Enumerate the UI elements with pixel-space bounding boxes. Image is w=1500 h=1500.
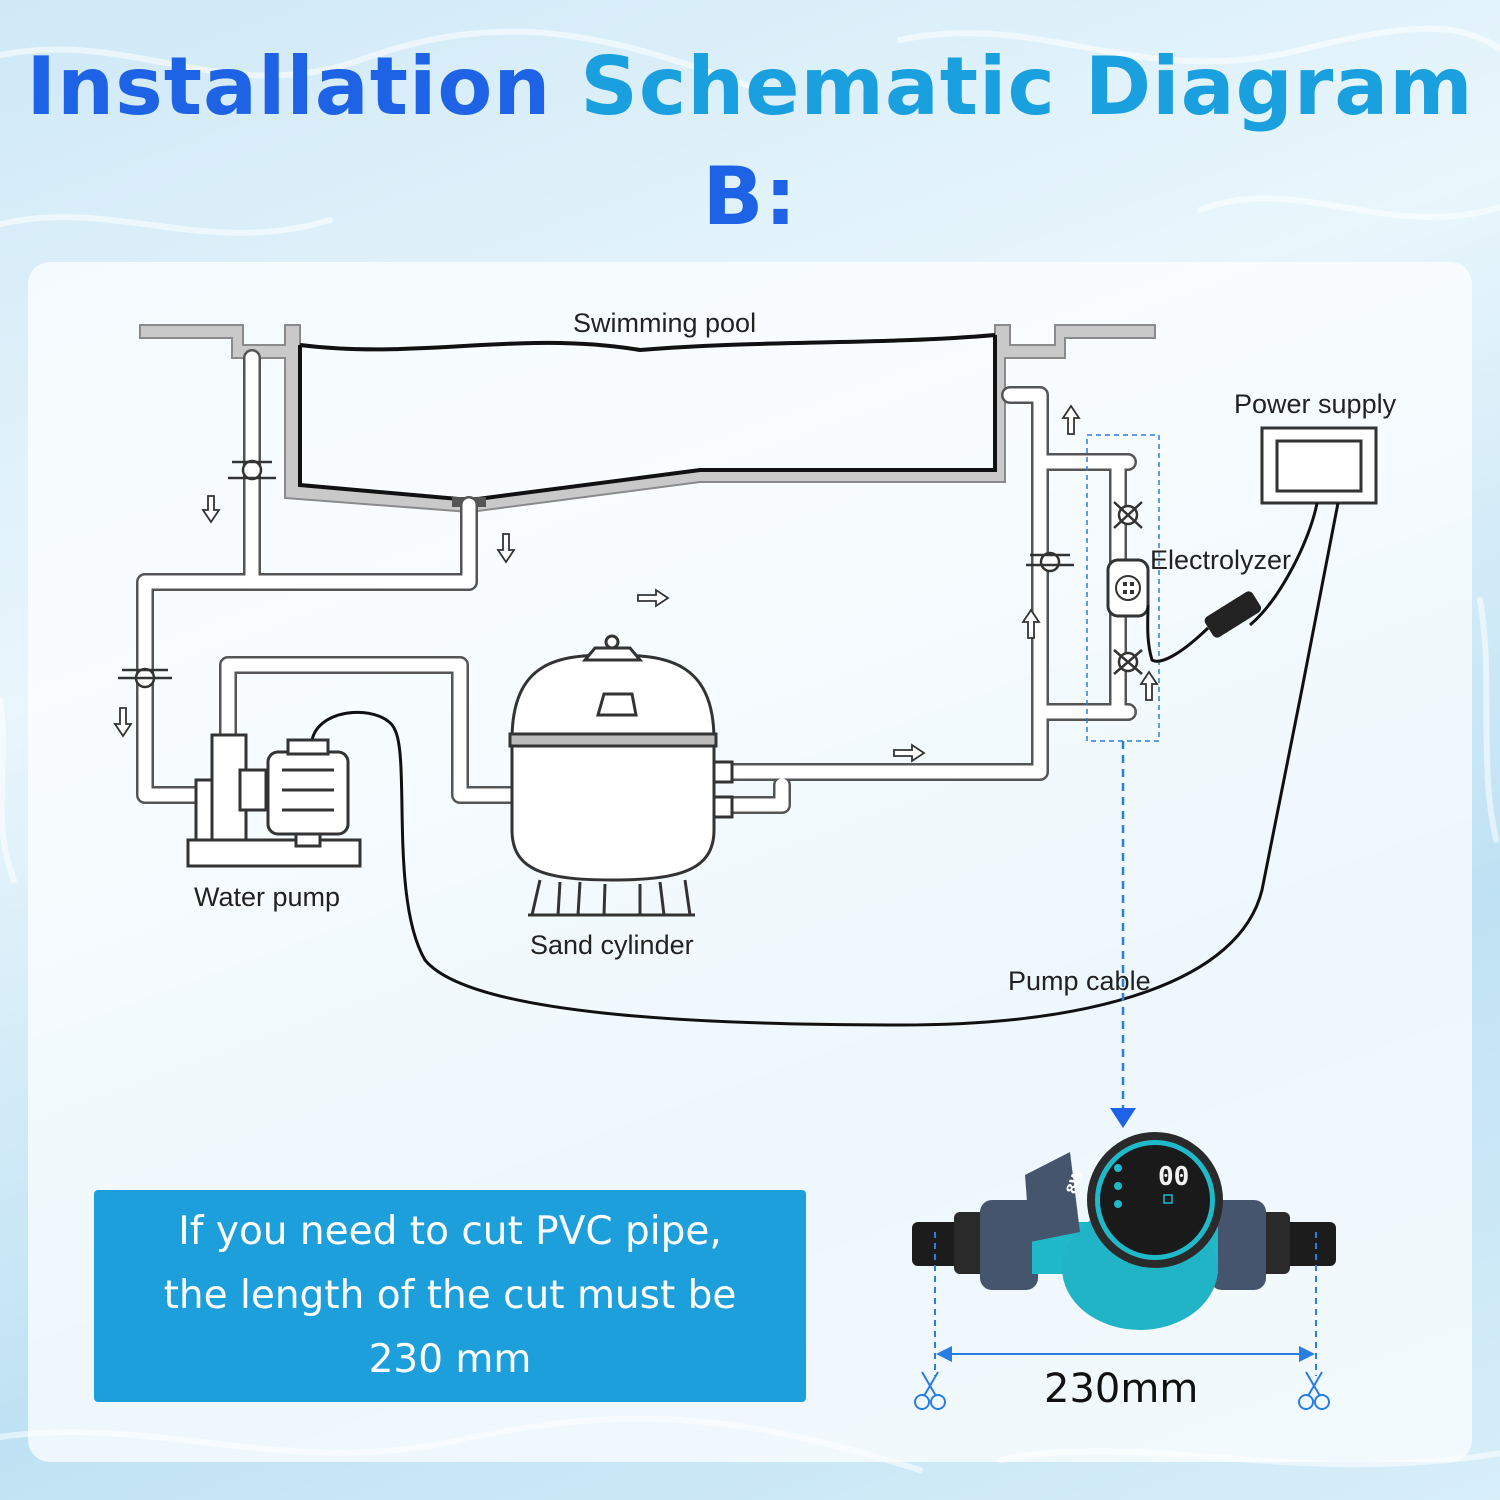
label-electrolyzer: Electrolyzer (1150, 545, 1292, 575)
valve-icon (1113, 501, 1143, 529)
electrolyzer-device: 00 8W (912, 1132, 1336, 1330)
label-sand-cylinder: Sand cylinder (530, 930, 694, 960)
scissors-icon (914, 1371, 946, 1410)
pipe-network (136, 349, 1137, 814)
label-power-supply: Power supply (1234, 389, 1397, 419)
page-title: Installation Schematic Diagram (0, 40, 1500, 133)
valve-icon (228, 459, 276, 481)
dimension-marker (934, 1232, 1317, 1376)
valve-icon (1026, 551, 1074, 573)
pool-outline (139, 324, 1156, 514)
label-swimming-pool: Swimming pool (573, 308, 757, 338)
power-cable (1146, 604, 1210, 663)
pool-water-line (299, 333, 996, 353)
title-words-schematic-diagram: Schematic Diagram (580, 40, 1474, 133)
pool-floor-line (298, 335, 997, 503)
title-word-installation: Installation (26, 40, 552, 133)
pointer-arrowhead (1110, 1108, 1136, 1128)
power-supply-box (1260, 426, 1378, 505)
dimension-arrowhead-left (936, 1346, 952, 1362)
label-pump-cable: Pump cable (1008, 966, 1151, 996)
electrolyzer-cell (1106, 558, 1150, 618)
pvc-cut-note-text: If you need to cut PVC pipe, the length … (163, 1209, 737, 1382)
water-pump (186, 733, 362, 868)
power-adapter (1204, 591, 1262, 638)
dimension-label: 230mm (1044, 1366, 1199, 1412)
valve-icon (1113, 649, 1143, 675)
label-water-pump: Water pump (194, 882, 341, 912)
scissors-icon (1298, 1371, 1330, 1410)
flow-arrow-icon (113, 404, 1159, 763)
pump-cable (310, 502, 1340, 1027)
sand-filter (508, 634, 734, 917)
dimension-arrowhead-right (1299, 1346, 1315, 1362)
device-display: 00 (1158, 1162, 1189, 1192)
valve-icon (118, 667, 172, 689)
power-cable (1249, 502, 1319, 627)
pvc-cut-note: If you need to cut PVC pipe, the length … (94, 1190, 806, 1402)
page-subtitle: B: (702, 150, 798, 243)
